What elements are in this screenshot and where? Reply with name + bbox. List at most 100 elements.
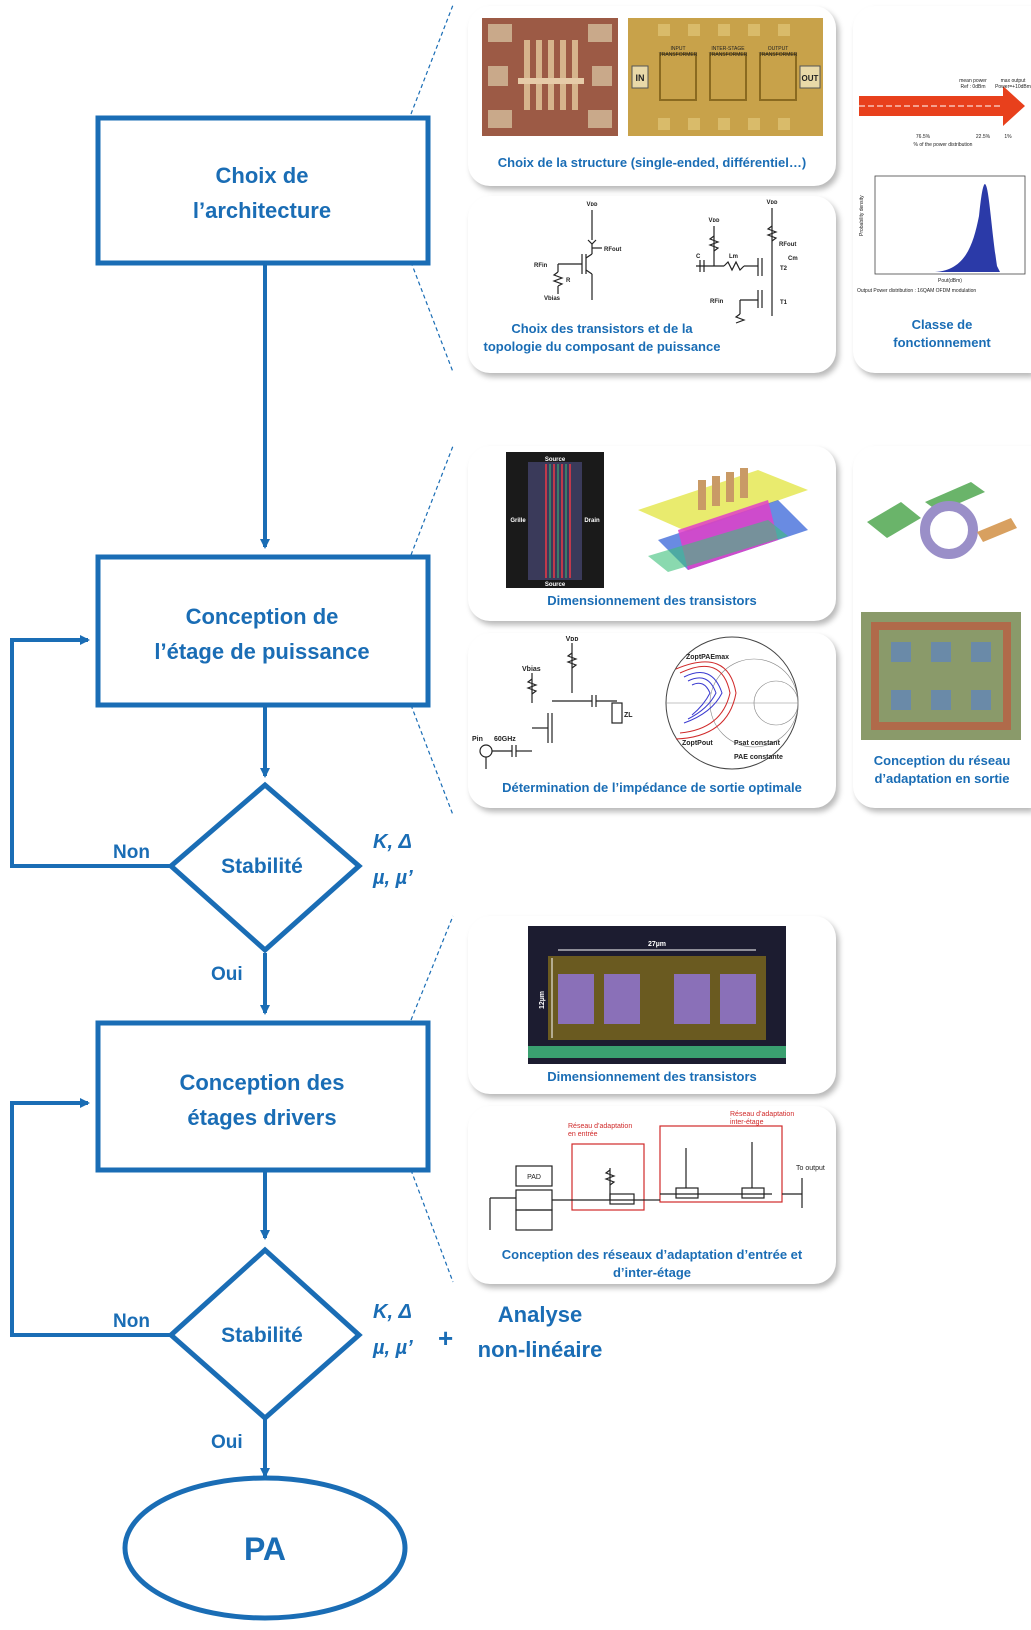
caption-dimensionnement-2: Dimensionnement des transistors	[547, 1069, 757, 1084]
caption-reseaux-entree: Conception des réseaux d’adaptation d’en…	[501, 1247, 803, 1280]
to-output-label: To output	[796, 1165, 825, 1172]
height-label: 12µm	[539, 991, 546, 1009]
card-transistors: Vᴅᴅ RFout RFin R Vbias Vᴅᴅ RFout Vᴅᴅ C L…	[468, 196, 836, 373]
rfin-label-right: RFin	[710, 299, 724, 305]
output-balun-3d	[867, 482, 1017, 559]
width-label: 27µm	[648, 941, 666, 948]
dashed-connectors	[410, 4, 454, 1283]
transistor-3d-view	[638, 468, 808, 572]
pout-label: Pout(dBm)	[938, 278, 962, 284]
card-impedance: Vᴅᴅ Vbias ZL Pin 60GHz ZoptPAEmax ZoptPo…	[468, 633, 836, 808]
source-label-top: Source	[545, 457, 566, 463]
output-network-photo	[861, 612, 1021, 740]
pct-c-label: 1%	[1004, 134, 1012, 140]
criteria-k-delta-2: K, Δ	[373, 1301, 412, 1323]
caption-structure: Choix de la structure (single-ended, dif…	[497, 155, 807, 170]
stability-label-1: Stabilité	[221, 855, 303, 878]
oui-label-1: Oui	[211, 964, 243, 985]
power-distribution-label: % of the power distribution	[914, 142, 973, 148]
driver-stages-box	[95, 1020, 431, 1173]
plus-sign: +	[438, 1323, 453, 1353]
non-label-1: Non	[113, 842, 150, 863]
pin-label: Pin	[472, 736, 483, 743]
prob-label: Probability density	[859, 195, 865, 236]
stability-diamond-2	[167, 1246, 363, 1422]
transistor-layout: Source Grille Drain Source	[506, 452, 604, 588]
caption-dimensionnement-1: Dimensionnement des transistors	[547, 593, 757, 608]
criteria-k-delta-1: K, Δ	[373, 831, 412, 853]
rfin-label-left: RFin	[534, 263, 548, 269]
psat-constant-label: Psat constant	[734, 740, 781, 747]
drain-label: Drain	[584, 518, 600, 524]
criteria-mu-2: µ, µ’	[372, 1337, 413, 1359]
flow-arrows	[10, 262, 270, 1478]
cm-label: Cm	[788, 256, 798, 262]
card-dimensionnement-1: Source Grille Drain Source Dimensionneme…	[468, 446, 836, 621]
vbias-label-imp: Vbias	[522, 666, 541, 673]
rfout-label-left: RFout	[604, 247, 621, 253]
stability-diamond-1	[167, 781, 363, 954]
in-label: IN	[636, 73, 645, 83]
caption-impedance: Détermination de l’impédance de sortie o…	[502, 780, 802, 795]
r-label-left: R	[566, 278, 571, 284]
zl-label: ZL	[624, 712, 633, 719]
power-stage-box	[95, 554, 431, 708]
vbias-label-left: Vbias	[544, 296, 561, 302]
pa-terminal	[122, 1475, 408, 1621]
rfout-label-right: RFout	[779, 242, 796, 248]
pad-label: PAD	[527, 1174, 541, 1181]
pct-b-label: 22.5%	[976, 134, 991, 140]
source-label-bottom: Source	[545, 582, 566, 588]
zopt-pout-label: ZoptPout	[682, 740, 713, 747]
grille-label: Grille	[510, 518, 526, 524]
stability-label-2: Stabilité	[221, 1324, 303, 1347]
pae-constante-label: PAE constante	[734, 754, 783, 761]
t1-label: T1	[780, 300, 788, 306]
card-dimensionnement-2: 27µm 12µm Dimensionnement des transistor…	[468, 916, 836, 1094]
transistor-schematics: Vᴅᴅ RFout RFin R Vbias Vᴅᴅ RFout Vᴅᴅ C L…	[534, 200, 798, 324]
criteria-mu-1: µ, µ’	[372, 867, 413, 889]
oui-label-2: Oui	[211, 1432, 243, 1453]
impedance-figure: Vᴅᴅ Vbias ZL Pin 60GHz ZoptPAEmax ZoptPo…	[472, 636, 799, 770]
vdd-label-right: Vᴅᴅ	[767, 200, 778, 206]
lm-label: Lm	[729, 254, 738, 260]
chip-photo-red	[482, 18, 618, 136]
pct-a-label: 76.5%	[916, 134, 931, 140]
power-histogram: Probability density Pout(dBm) Output Pow…	[857, 175, 1026, 294]
ofdm-label: Output Power distribution : 16QAM OFDM m…	[857, 288, 976, 294]
zopt-pae-label: ZoptPAEmax	[686, 654, 729, 661]
architecture-box	[95, 115, 431, 266]
out-label: OUT	[802, 74, 819, 83]
pa-label: PA	[244, 1531, 286, 1567]
vdd-label-imp: Vᴅᴅ	[566, 636, 579, 643]
ghz-label: 60GHz	[494, 736, 516, 743]
vdd-label-right2: Vᴅᴅ	[709, 218, 720, 224]
c-label: C	[696, 254, 701, 260]
non-label-2: Non	[113, 1311, 150, 1332]
driver-layout: 27µm 12µm	[528, 926, 786, 1064]
t2-label: T2	[780, 266, 788, 272]
vdd-label-left: Vᴅᴅ	[587, 202, 598, 208]
